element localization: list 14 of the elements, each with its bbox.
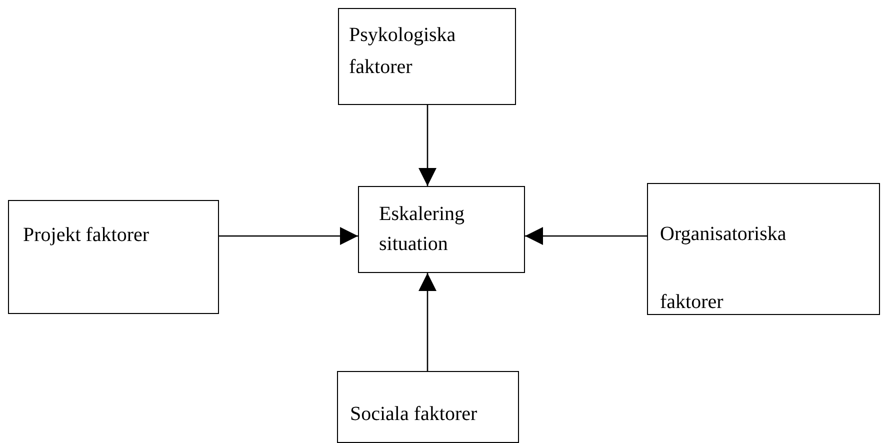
box-label: Organisatoriska faktorer [660, 222, 788, 315]
arrow [418, 273, 436, 371]
factor-box [8, 200, 219, 314]
box-label: Projekt faktorer [23, 223, 150, 248]
factor-box [647, 183, 880, 315]
factor-box [337, 371, 519, 443]
arrow [418, 105, 436, 186]
factor-box [358, 186, 525, 273]
arrow [525, 227, 647, 245]
box-label: Sociala faktorer [350, 402, 478, 427]
box-label: Psykologiska faktorer [349, 23, 457, 80]
box-label: Eskalering situation [379, 202, 466, 257]
factor-box [338, 8, 516, 105]
arrow [219, 227, 358, 245]
